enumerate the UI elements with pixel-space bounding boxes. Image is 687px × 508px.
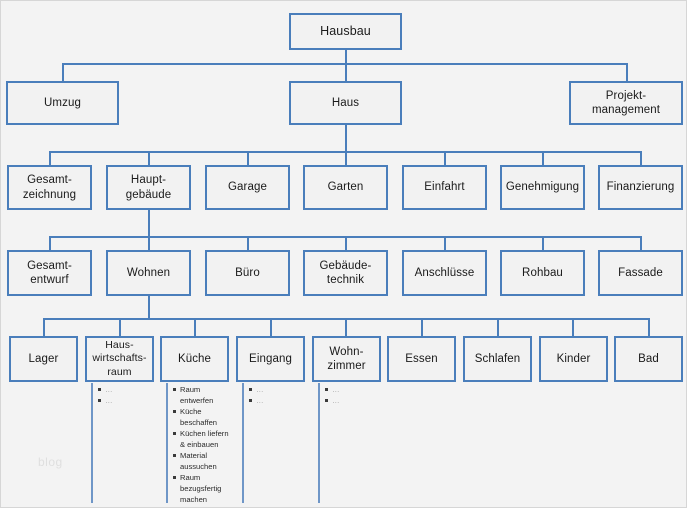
node-eingang[interactable]: Eingang (236, 336, 305, 382)
connector-haus-stem (345, 125, 347, 151)
connector-level4-drop-6 (421, 318, 423, 336)
node-projektmanagement[interactable]: Projekt- management (569, 81, 683, 125)
connector-level4-drop-8 (572, 318, 574, 336)
task-list-wohnzimmer: …… (323, 385, 381, 408)
node-hausbau[interactable]: Hausbau (289, 13, 402, 50)
connector-level3-drop-2 (148, 236, 150, 250)
connector-level2-drop-6 (542, 151, 544, 165)
node-fassade[interactable]: Fassade (598, 250, 683, 296)
node-gesamtzeichnung[interactable]: Gesamt- zeichnung (7, 165, 92, 210)
node-garten[interactable]: Garten (303, 165, 388, 210)
connector-level1-drop-haus (345, 63, 347, 81)
node-haus[interactable]: Haus (289, 81, 402, 125)
connector-hauptgebaeude-stem (148, 210, 150, 236)
connector-level2-drop-4 (345, 151, 347, 165)
connector-level3-drop-4 (345, 236, 347, 250)
connector-level3-drop-7 (640, 236, 642, 250)
task-item: Raum bezugsfertig machen (173, 473, 229, 505)
connector-level4-drop-3 (194, 318, 196, 336)
node-lager[interactable]: Lager (9, 336, 78, 382)
task-item: … (249, 396, 305, 407)
connector-level2-drop-5 (444, 151, 446, 165)
connector-level4-drop-9 (648, 318, 650, 336)
connector-level4-drop-1 (43, 318, 45, 336)
node-essen[interactable]: Essen (387, 336, 456, 382)
task-item: Raum entwerfen (173, 385, 229, 407)
connector-level2-bus (49, 151, 640, 153)
connector-level3-drop-3 (247, 236, 249, 250)
connector-level3-drop-6 (542, 236, 544, 250)
connector-level1-drop-pm (626, 63, 628, 81)
node-garage[interactable]: Garage (205, 165, 290, 210)
task-list-eingang: …… (247, 385, 305, 408)
connector-level3-drop-1 (49, 236, 51, 250)
connector-level4-drop-2 (119, 318, 121, 336)
leafdrop-kueche (166, 383, 168, 503)
task-item: … (325, 385, 381, 396)
task-item: Küche beschaffen (173, 407, 229, 429)
node-schlafen[interactable]: Schlafen (463, 336, 532, 382)
leafdrop-eingang (242, 383, 244, 503)
connector-level4-drop-4 (270, 318, 272, 336)
connector-level2-drop-1 (49, 151, 51, 165)
task-item: … (249, 385, 305, 396)
connector-level2-drop-2 (148, 151, 150, 165)
node-kueche[interactable]: Küche (160, 336, 229, 382)
watermark-text: blog (38, 455, 63, 469)
connector-level4-drop-7 (497, 318, 499, 336)
node-bad[interactable]: Bad (614, 336, 683, 382)
connector-level2-drop-7 (640, 151, 642, 165)
connector-level3-drop-5 (444, 236, 446, 250)
node-hauptgebaeude[interactable]: Haupt- gebäude (106, 165, 191, 210)
connector-level1-bus (62, 63, 627, 65)
node-buero[interactable]: Büro (205, 250, 290, 296)
node-finanzierung[interactable]: Finanzierung (598, 165, 683, 210)
task-item: Küchen liefern & einbauen (173, 429, 229, 449)
task-item: … (98, 385, 154, 396)
node-umzug[interactable]: Umzug (6, 81, 119, 125)
node-hauswirtschaftsraum[interactable]: Haus- wirtschafts- raum (85, 336, 154, 382)
leafdrop-wohnzimmer (318, 383, 320, 503)
task-item: … (325, 396, 381, 407)
leafdrop-hauswirtschaftsraum (91, 383, 93, 503)
connector-root-stem (345, 49, 347, 63)
node-genehmigung[interactable]: Genehmigung (500, 165, 585, 210)
node-wohnen[interactable]: Wohnen (106, 250, 191, 296)
task-item: … (98, 396, 154, 407)
connector-level2-drop-3 (247, 151, 249, 165)
connector-wohnen-stem (148, 296, 150, 318)
node-einfahrt[interactable]: Einfahrt (402, 165, 487, 210)
connector-level3-bus (49, 236, 640, 238)
node-gebaeudetechnik[interactable]: Gebäude- technik (303, 250, 388, 296)
node-rohbau[interactable]: Rohbau (500, 250, 585, 296)
node-anschluesse[interactable]: Anschlüsse (402, 250, 487, 296)
task-item: Material aussuchen (173, 451, 229, 473)
node-kinder[interactable]: Kinder (539, 336, 608, 382)
connector-level1-drop-umzug (62, 63, 64, 81)
node-wohnzimmer[interactable]: Wohn- zimmer (312, 336, 381, 382)
task-list-hauswirtschaftsraum: …… (96, 385, 154, 408)
node-gesamtentwurf[interactable]: Gesamt- entwurf (7, 250, 92, 296)
connector-level4-drop-5 (345, 318, 347, 336)
